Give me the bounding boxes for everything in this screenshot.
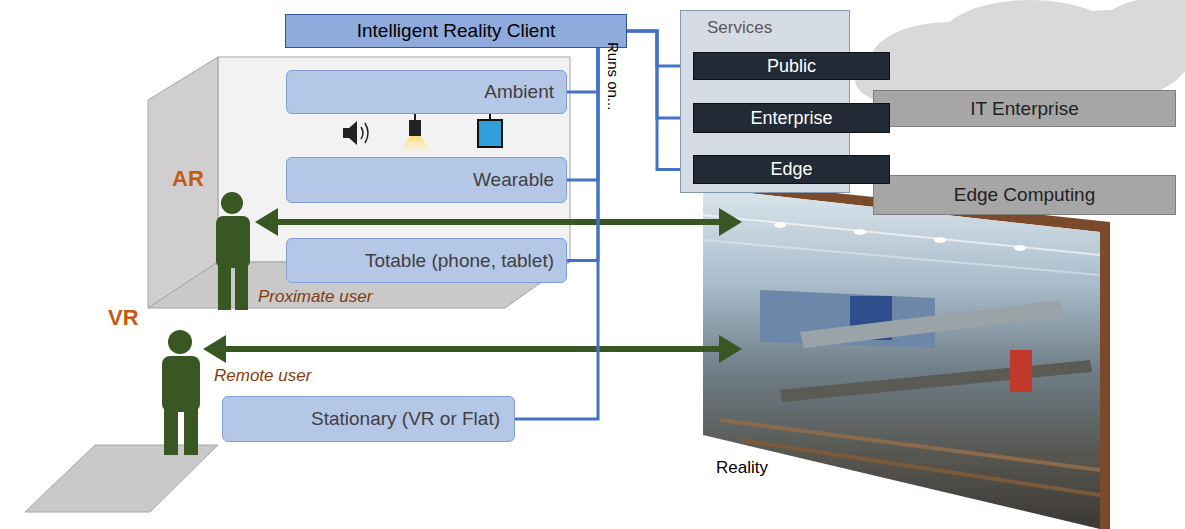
service-box: Enterprise	[693, 103, 890, 133]
node-text: Enterprise	[750, 108, 832, 129]
external-box: IT Enterprise	[873, 90, 1176, 127]
node-text: Ambient	[484, 81, 554, 103]
arrow-head	[255, 208, 278, 236]
remote-person	[162, 330, 200, 455]
photo-ground	[700, 180, 1110, 529]
person-head	[168, 330, 192, 354]
device-box: Wearable	[286, 157, 567, 203]
vr-arrow	[203, 335, 742, 363]
person-leg	[235, 258, 248, 310]
node-text: Services	[707, 18, 772, 38]
display-screen	[478, 120, 502, 147]
room-back-wall	[218, 57, 570, 262]
connector-line	[567, 48, 598, 180]
arrow-head	[719, 335, 742, 363]
cloud-puff	[1100, 0, 1185, 58]
floor-bar	[740, 440, 1100, 495]
mode-label: AR	[172, 166, 204, 191]
arrow-shaft	[275, 219, 722, 225]
display-icon	[478, 113, 502, 147]
service-group: ServicesPublicEnterpriseEdge	[680, 10, 850, 193]
node-text: Edge	[770, 159, 812, 180]
roof-beam	[703, 240, 1100, 275]
person-leg	[218, 258, 231, 310]
ceiling-light	[774, 222, 786, 228]
factory-photo	[700, 180, 1110, 529]
roof-beam	[703, 215, 1100, 255]
light-beam	[398, 136, 432, 152]
ceiling-light	[934, 237, 946, 243]
external-box: Edge Computing	[873, 175, 1176, 215]
person-leg	[184, 400, 198, 455]
arrow-shaft	[222, 346, 722, 352]
node-text: Stationary (VR or Flat)	[311, 408, 500, 430]
display-mount	[489, 113, 491, 120]
lamp-body	[409, 120, 421, 136]
node-text: Edge Computing	[954, 184, 1096, 206]
node-text: IT Enterprise	[970, 98, 1078, 120]
spotlight-icon	[398, 114, 432, 152]
connector-line	[567, 48, 598, 92]
connector-line	[567, 48, 598, 261]
node-text: Public	[767, 56, 816, 77]
user-label: Proximate user	[258, 287, 372, 307]
picture-caption: Reality	[716, 458, 768, 478]
arrow-head	[719, 208, 742, 236]
service-box: Public	[693, 52, 890, 80]
device-box: Totable (phone, tablet)	[286, 238, 567, 283]
lamp-mount	[414, 114, 416, 120]
person-head	[221, 192, 243, 214]
pipe	[780, 360, 1092, 402]
bus-label: Runs on...	[605, 42, 622, 110]
device-box: Stationary (VR or Flat)	[222, 396, 515, 442]
sound-wave	[365, 123, 368, 143]
ceiling-light	[854, 229, 866, 235]
ar-arrow	[255, 208, 742, 236]
node-text: Totable (phone, tablet)	[365, 250, 554, 272]
client-box: Intelligent Reality Client	[285, 14, 627, 48]
sound-wave	[361, 127, 363, 139]
node-text: Intelligent Reality Client	[357, 20, 556, 42]
speaker-body	[343, 121, 357, 145]
ceiling-light	[1014, 245, 1026, 251]
device-box: Ambient	[286, 70, 567, 114]
pipe	[800, 300, 1064, 348]
person-leg	[164, 400, 178, 455]
speaker-icon	[343, 121, 368, 145]
remote-floor	[25, 445, 218, 512]
node-text: Wearable	[473, 169, 554, 191]
red-machine	[1010, 350, 1032, 392]
arrow-head	[203, 335, 226, 363]
mode-label: VR	[108, 305, 139, 330]
proximate-person	[216, 192, 250, 310]
service-box: Edge	[693, 155, 890, 184]
user-label: Remote user	[214, 366, 311, 386]
